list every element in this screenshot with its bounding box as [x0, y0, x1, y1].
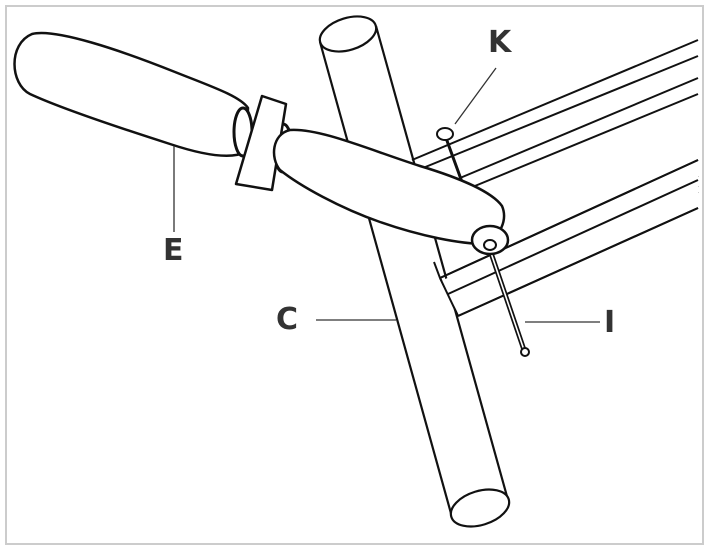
leader-lines [173, 67, 600, 323]
callout-k: K [488, 25, 512, 60]
leader-k [454, 67, 497, 125]
rail-lower-lines [439, 159, 699, 317]
screw-k [436, 127, 464, 183]
callout-e: E [163, 233, 184, 268]
bolt-i [487, 249, 530, 357]
handlebar-e [13, 31, 510, 256]
callout-c: C [276, 302, 299, 337]
callout-i: I [604, 305, 616, 340]
